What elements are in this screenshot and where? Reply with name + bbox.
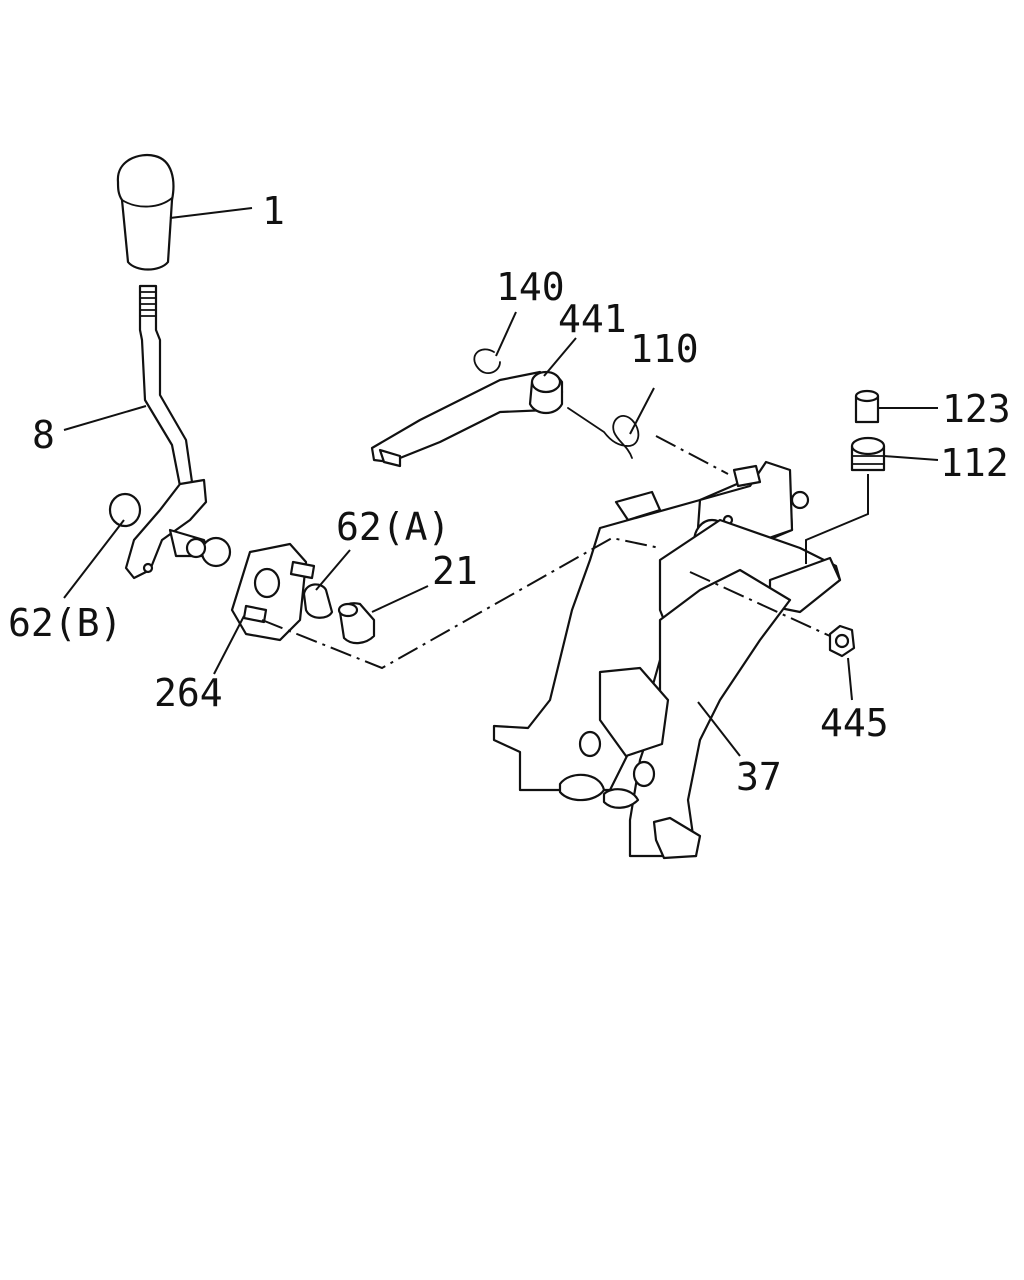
mounting-plate: [230, 542, 316, 642]
callout-1: 1: [262, 189, 285, 233]
callout-123: 123: [942, 387, 1011, 431]
callout-62a: 62(A): [336, 505, 450, 549]
callout-441: 441: [558, 297, 627, 341]
snap-ring: [473, 348, 501, 375]
bushing-a: [302, 583, 334, 619]
flange-nut: [828, 624, 856, 658]
callout-8: 8: [32, 413, 55, 457]
callout-264: 264: [154, 671, 223, 715]
callout-37: 37: [736, 755, 782, 799]
assembly-line-nut: [689, 571, 831, 637]
shift-lever: [124, 284, 232, 580]
lever-bracket: [492, 460, 842, 860]
callout-62b: 62(B): [8, 601, 122, 645]
bushing-b: [108, 492, 142, 528]
leader-lines: [63, 207, 939, 757]
callout-21: 21: [432, 549, 478, 593]
callout-140: 140: [496, 265, 565, 309]
pin: [854, 389, 880, 424]
collar: [337, 602, 376, 645]
shift-knob: [116, 153, 175, 271]
assembly-line-spring: [655, 435, 729, 475]
return-spring: [567, 407, 640, 459]
grommet: [850, 436, 886, 472]
callout-445: 445: [820, 701, 889, 745]
select-lever: [370, 370, 564, 468]
assembly-line-grommet: [805, 474, 869, 564]
callout-112: 112: [940, 441, 1009, 485]
callout-110: 110: [630, 327, 699, 371]
assembly-line-plate: [261, 536, 661, 670]
